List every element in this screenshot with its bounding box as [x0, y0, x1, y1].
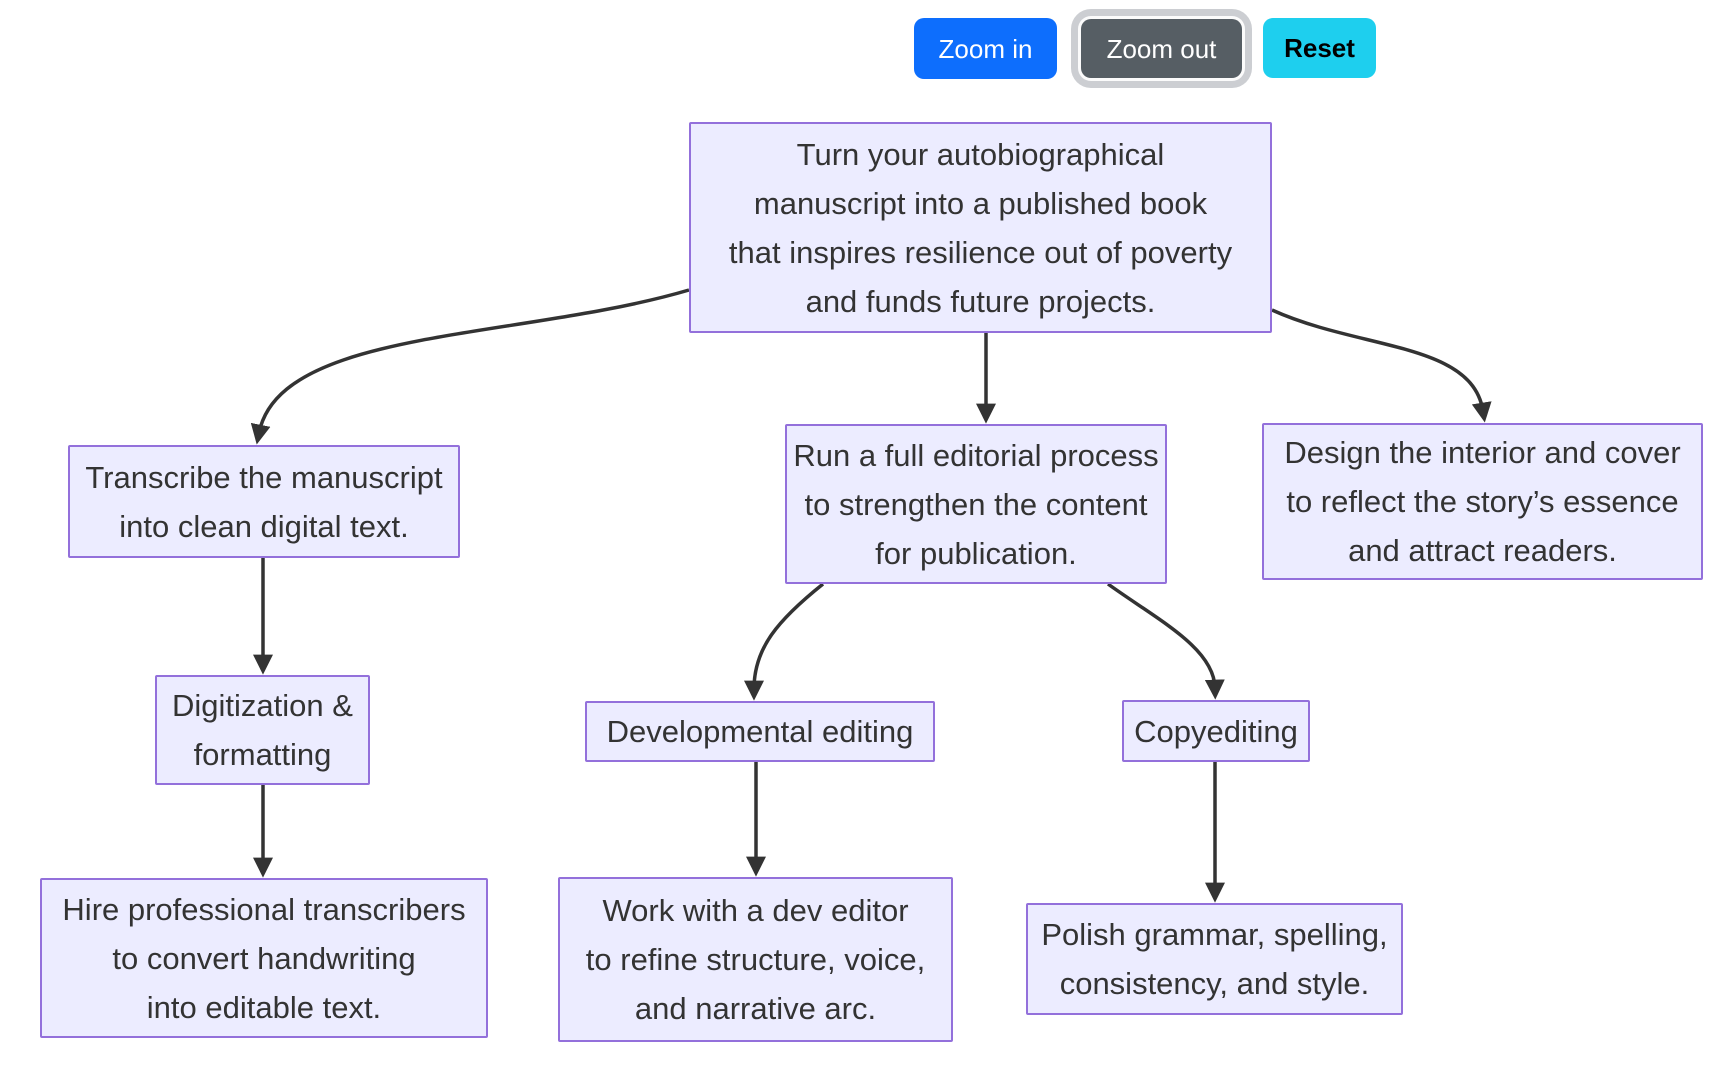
node-work-with-dev-editor: Work with a dev editor to refine structu…: [558, 877, 953, 1042]
edge-root-to-transcribe-arrow: [250, 288, 690, 445]
node-copyediting: Copyediting: [1122, 700, 1310, 762]
reset-button[interactable]: Reset: [1263, 18, 1376, 78]
zoom-out-button[interactable]: Zoom out: [1081, 19, 1242, 78]
node-hire-transcribers: Hire professional transcribers to conver…: [40, 878, 488, 1038]
edge-editorial-to-developmental-arrow: [744, 582, 825, 701]
node-polish-grammar: Polish grammar, spelling, consistency, a…: [1026, 903, 1403, 1015]
node-editorial-process: Run a full editorial process to strength…: [785, 424, 1167, 584]
edge-editorial-to-copyediting-arrow: [1106, 582, 1225, 700]
edge-root-to-design-arrow: [1271, 308, 1492, 423]
node-design-interior-cover: Design the interior and cover to reflect…: [1262, 423, 1703, 580]
node-digitization-formatting: Digitization & formatting: [155, 675, 370, 785]
zoom-in-button[interactable]: Zoom in: [914, 18, 1057, 79]
node-root-goal: Turn your autobiographical manuscript in…: [689, 122, 1272, 333]
node-transcribe-manuscript: Transcribe the manuscript into clean dig…: [68, 445, 460, 558]
node-developmental-editing: Developmental editing: [585, 701, 935, 762]
